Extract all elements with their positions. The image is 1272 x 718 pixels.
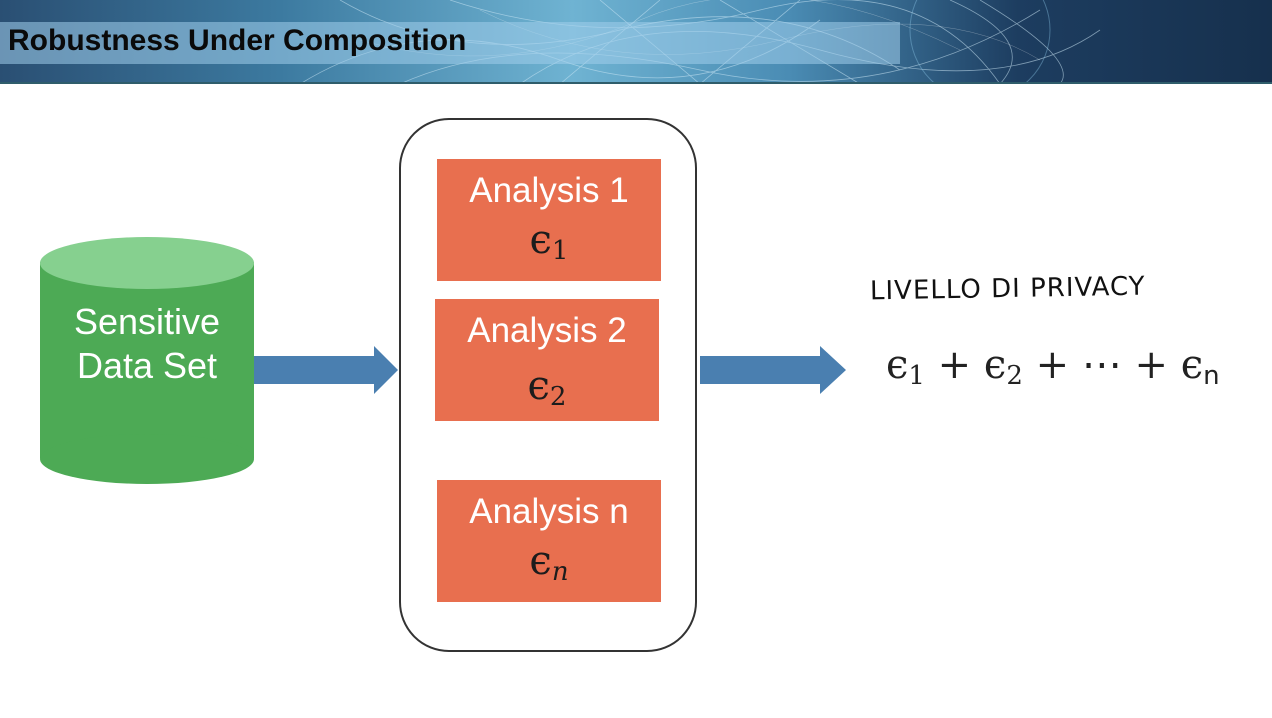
cylinder-bottom <box>40 434 254 484</box>
analysis-box-2: Analysis 2 ϵ2 <box>435 299 659 421</box>
epsilon-symbol: ϵ <box>1180 342 1204 388</box>
epsilon-subscript: 2 <box>1006 361 1023 391</box>
slide-title: Robustness Under Composition <box>8 24 467 57</box>
analysis-label: Analysis n <box>469 492 629 531</box>
cylinder-label-line1: Sensitive <box>73 301 221 342</box>
formula-epsilon-n: ϵn <box>1180 342 1220 391</box>
epsilon-symbol: ϵ <box>529 538 552 584</box>
formula-plus: + <box>937 342 972 388</box>
cylinder-label: Sensitive Data Set <box>40 300 254 388</box>
analysis-epsilon: ϵ1 <box>437 217 661 274</box>
epsilon-subscript: n <box>551 557 569 587</box>
formula-plus: + <box>1035 342 1070 388</box>
analysis-box-1: Analysis 1 ϵ1 <box>437 159 661 281</box>
cylinder-body <box>40 262 254 458</box>
analysis-epsilon: ϵn <box>437 538 661 595</box>
banner-divider <box>0 82 1272 84</box>
cylinder-label-line2: Data Set <box>76 345 218 386</box>
epsilon-symbol: ϵ <box>886 342 909 388</box>
epsilon-subscript: 2 <box>549 382 567 412</box>
epsilon-symbol: ϵ <box>529 217 552 263</box>
epsilon-symbol: ϵ <box>983 342 1007 388</box>
arrow-to-formula <box>700 346 846 394</box>
title-strip <box>0 22 900 64</box>
analysis-box-n: Analysis n ϵn <box>437 480 661 602</box>
title-banner: Robustness Under Composition <box>0 0 1272 84</box>
epsilon-subscript: 1 <box>908 361 925 391</box>
analysis-epsilon: ϵ2 <box>435 363 659 420</box>
epsilon-subscript: n <box>1203 361 1220 391</box>
privacy-level-annotation: LIVELLO DI PRIVACY <box>869 271 1146 307</box>
formula-plus: + <box>1134 342 1169 388</box>
analysis-label: Analysis 1 <box>469 171 629 210</box>
arrow-to-analyses <box>254 346 398 394</box>
cylinder-top <box>40 237 254 289</box>
formula-epsilon-1: ϵ1 <box>886 342 925 391</box>
epsilon-symbol: ϵ <box>527 363 550 409</box>
formula-ellipsis: ⋯ <box>1081 342 1122 388</box>
formula-epsilon-2: ϵ2 <box>983 342 1023 391</box>
analysis-label: Analysis 2 <box>467 311 627 350</box>
composition-formula: ϵ1 + ϵ2 + ⋯ + ϵn <box>886 342 1220 391</box>
epsilon-subscript: 1 <box>551 236 569 266</box>
